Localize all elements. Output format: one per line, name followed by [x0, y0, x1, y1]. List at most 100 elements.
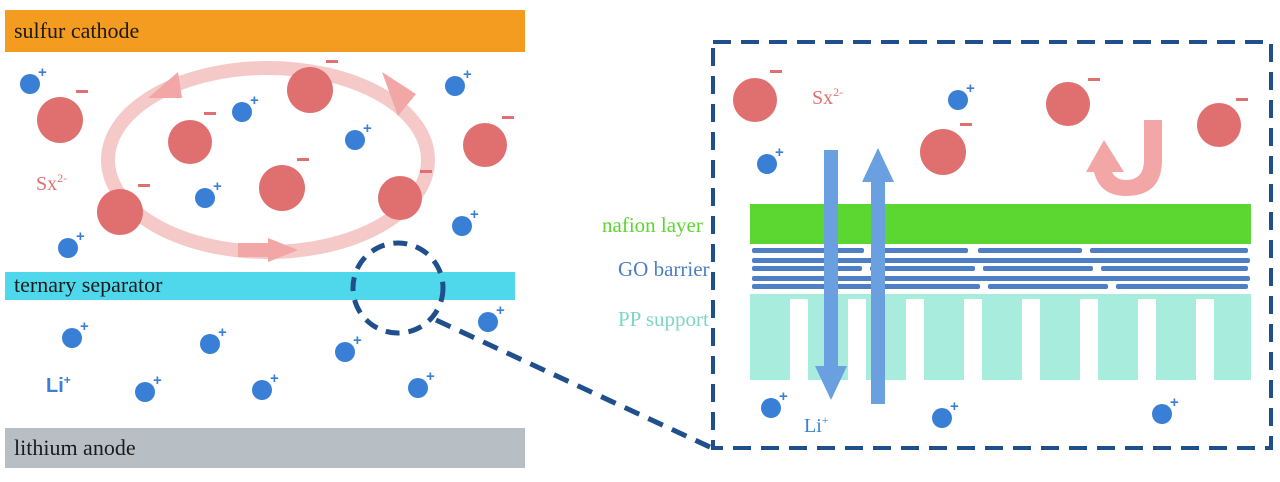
- go-sheet: [988, 284, 1108, 289]
- pp-support: [750, 294, 1251, 380]
- minus-sign: [1088, 78, 1100, 81]
- nafion-label: nafion layer: [602, 213, 703, 237]
- lithium-ion: [1152, 404, 1172, 424]
- polysulfide-ion: [733, 78, 777, 122]
- ternary-separator-label: ternary separator: [14, 272, 163, 297]
- plus-sign: +: [966, 80, 975, 97]
- plus-sign: +: [218, 324, 227, 341]
- polysulfide-ion: [97, 189, 143, 235]
- minus-sign: [960, 123, 972, 126]
- right-minus-signs: [770, 70, 1248, 126]
- lithium-ion: [408, 378, 428, 398]
- plus-sign: +: [496, 302, 505, 319]
- minus-sign: [1236, 98, 1248, 101]
- plus-sign: +: [779, 388, 788, 405]
- lithium-ion: [20, 74, 40, 94]
- polysulfide-ion: [920, 129, 966, 175]
- minus-sign: [770, 70, 782, 73]
- lithium-ion: [58, 238, 78, 258]
- go-sheet: [978, 248, 1082, 253]
- plus-sign: +: [1170, 394, 1179, 411]
- left-lithium-ions: [20, 74, 498, 402]
- plus-sign: +: [426, 368, 435, 385]
- go-sheet: [752, 248, 864, 253]
- go-label: GO barrier: [618, 257, 710, 281]
- lithium-anode-layer: [5, 428, 525, 468]
- lithium-ion: [478, 312, 498, 332]
- shuttle-arrow-bottom-shaft: [238, 243, 270, 257]
- polysulfide-ion: [378, 176, 422, 220]
- go-sheet: [752, 284, 872, 289]
- right-lithium-label: Li+: [804, 413, 829, 437]
- lithium-anode-label: lithium anode: [14, 435, 136, 460]
- down-arrow-shaft: [824, 150, 838, 368]
- polysulfide-ion: [463, 123, 507, 167]
- minus-sign: [76, 90, 88, 93]
- plus-sign: +: [353, 332, 362, 349]
- go-sheet: [1101, 266, 1248, 271]
- left-minus-signs: [76, 60, 514, 187]
- plus-sign: +: [213, 178, 222, 195]
- plus-sign: +: [250, 92, 259, 109]
- pp-pillar: [1156, 294, 1196, 380]
- zoom-circle: [350, 240, 446, 336]
- go-sheet: [870, 266, 975, 271]
- lithium-ion: [757, 154, 777, 174]
- plus-sign: +: [775, 144, 784, 161]
- zoom-box: [711, 40, 1273, 450]
- go-sheet: [983, 266, 1093, 271]
- plus-sign: +: [76, 228, 85, 245]
- go-sheet: [872, 248, 968, 253]
- lithium-ion: [932, 408, 952, 428]
- li-transport-arrows: [815, 148, 894, 404]
- pp-pillar: [1040, 294, 1080, 380]
- plus-sign: +: [470, 206, 479, 223]
- plus-sign: +: [38, 64, 47, 81]
- lithium-ion: [445, 76, 465, 96]
- minus-sign: [326, 60, 338, 63]
- pp-pillar: [750, 294, 790, 380]
- sulfur-cathode-label: sulfur cathode: [14, 18, 139, 43]
- lithium-ion: [761, 398, 781, 418]
- lithium-ion: [62, 328, 82, 348]
- plus-sign: +: [270, 370, 279, 387]
- up-arrow-head: [862, 148, 894, 182]
- right-plus-signs: + + + + +: [775, 80, 1179, 415]
- shuttle-arrow-right: [382, 72, 416, 116]
- plus-sign: +: [80, 318, 89, 335]
- minus-sign: [204, 112, 216, 115]
- lithium-ion: [948, 90, 968, 110]
- go-sheet: [1116, 284, 1248, 289]
- right-polysulfide-label: Sx2-: [812, 85, 843, 109]
- left-lithium-label: Li+: [46, 373, 71, 397]
- polysulfide-ion: [37, 97, 83, 143]
- down-arrow-head: [815, 366, 847, 400]
- right-polysulfides: [733, 78, 1241, 175]
- pp-pillar: [982, 294, 1022, 380]
- plus-sign: +: [153, 372, 162, 389]
- polysulfide-ion: [287, 67, 333, 113]
- lithium-ion: [135, 382, 155, 402]
- plus-sign: +: [463, 66, 472, 83]
- right-lithium-ions: [757, 90, 1172, 428]
- lithium-ion: [200, 334, 220, 354]
- polysulfide-ion: [1046, 82, 1090, 126]
- minus-sign: [297, 158, 309, 161]
- pp-label: PP support: [618, 307, 709, 331]
- plus-sign: +: [363, 120, 372, 137]
- shuttle-arrow-bottom: [268, 238, 298, 262]
- lithium-ion: [335, 342, 355, 362]
- lithium-ion: [452, 216, 472, 236]
- sulfur-cathode-layer: [5, 10, 525, 52]
- shuttle-arrow-top: [148, 72, 182, 98]
- minus-sign: [502, 116, 514, 119]
- left-polysulfide-label: Sx2-: [36, 171, 67, 195]
- lithium-ion: [345, 130, 365, 150]
- go-sheet: [752, 266, 862, 271]
- pp-pillar: [924, 294, 964, 380]
- go-sheet: [880, 284, 980, 289]
- lithium-ion: [252, 380, 272, 400]
- minus-sign: [420, 170, 432, 173]
- lithium-ion: [195, 188, 215, 208]
